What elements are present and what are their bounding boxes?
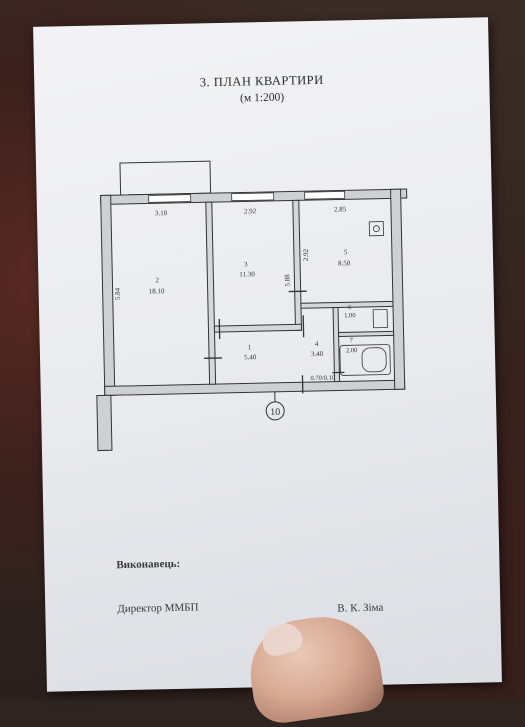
room-5-area: 3.40 (311, 350, 324, 358)
executor-label: Виконавець: (116, 558, 180, 571)
floor-plan-drawing: 10 3.10 2.92 2.85 5.84 5.88 2.92 0.70/0.… (33, 17, 502, 691)
room-2-number: 3 (244, 260, 248, 268)
room-6-area: 1.00 (344, 312, 356, 319)
dim-mid: 5.88 (283, 274, 291, 287)
room-5-number: 4 (315, 340, 319, 348)
balcony-outline (120, 161, 211, 195)
room-3-area: 8.50 (338, 259, 351, 267)
dim-bottom: 0.70/0.10 (310, 375, 335, 383)
director-label: Директор ММБП (117, 602, 198, 616)
dim-top-3: 2.85 (334, 205, 347, 213)
dim-kitchen: 2.92 (302, 248, 310, 261)
room-7-number: 7 (350, 337, 354, 344)
windows (149, 191, 345, 202)
axis-marker-label: 10 (270, 407, 280, 418)
signer-name: В. К. Зіма (337, 602, 383, 615)
dim-top-1: 3.10 (155, 209, 168, 217)
floor-plan-sheet: 3. ПЛАН КВАРТИРИ (м 1:200) (33, 17, 502, 691)
dim-top-2: 2.92 (244, 207, 257, 215)
room-3-number: 5 (344, 248, 348, 256)
exterior-walls (93, 189, 412, 451)
room-4-area: 5.40 (244, 353, 257, 361)
room-7-area: 2.00 (346, 347, 358, 354)
room-1-area: 18.10 (149, 287, 165, 295)
dim-left: 5.84 (114, 287, 122, 300)
room-4-number: 1 (248, 343, 252, 351)
room-1-number: 2 (155, 276, 159, 284)
room-2-area: 11.30 (239, 270, 255, 278)
